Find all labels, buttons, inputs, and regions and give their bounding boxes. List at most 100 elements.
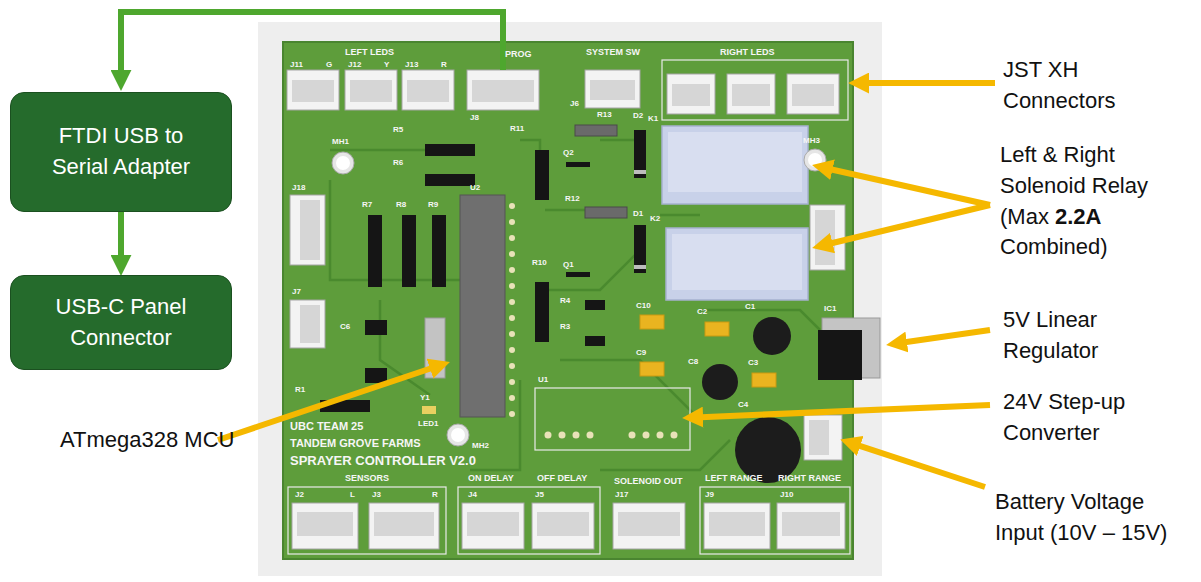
silkscreen-label: RIGHT RANGE xyxy=(778,473,841,483)
callout-label: 5V Linear Regulator xyxy=(1003,305,1143,367)
jst-connector xyxy=(402,70,454,110)
silkscreen-label: Y1 xyxy=(420,393,430,402)
crystal xyxy=(422,406,436,414)
silkscreen-label: R1 xyxy=(295,385,305,394)
callout-label: ATmega328 MCU xyxy=(60,425,270,456)
copper-trace xyxy=(560,360,700,420)
diode xyxy=(368,215,382,287)
silkscreen-label: J3 xyxy=(372,490,381,499)
copper-trace xyxy=(520,140,540,150)
callout-arrow xyxy=(905,330,990,342)
silkscreen-label: R3 xyxy=(560,322,570,331)
module-pads xyxy=(625,430,681,440)
electrolytic-capacitor xyxy=(702,317,801,483)
silkscreen-label: R11 xyxy=(510,124,524,133)
silkscreen-label: J12 xyxy=(348,60,361,69)
callout-arrow xyxy=(867,80,995,86)
callout-arrow xyxy=(831,205,991,244)
relay xyxy=(662,126,808,300)
silkscreen-outline xyxy=(700,487,850,554)
mcu-pads xyxy=(508,198,516,420)
silkscreen-label: K1 xyxy=(648,114,658,123)
relay-top xyxy=(672,234,802,290)
diode xyxy=(425,174,475,186)
diode xyxy=(365,368,387,383)
silkscreen-label: TANDEM GROVE FARMS xyxy=(290,437,421,450)
silkscreen-label: J8 xyxy=(470,113,479,122)
silkscreen-label: J10 xyxy=(780,490,793,499)
diode xyxy=(566,272,590,277)
jst-connector xyxy=(613,503,685,549)
callout-label: 24V Step-up Converter xyxy=(1003,387,1168,449)
connector-slot xyxy=(300,200,320,260)
diode xyxy=(365,320,387,335)
silkscreen-label: K2 xyxy=(650,214,660,223)
silkscreen-label: C1 xyxy=(745,302,755,311)
callout-arrow xyxy=(831,169,991,205)
connector-slot xyxy=(350,80,392,102)
smd-capacitor xyxy=(640,362,664,376)
jst-connector xyxy=(290,195,325,265)
callout-label: Battery Voltage Input (10V – 15V) xyxy=(995,487,1195,549)
connector-slot xyxy=(815,210,835,265)
diode-band xyxy=(634,170,646,174)
copper-trace xyxy=(545,209,585,212)
prog-cable xyxy=(121,12,503,72)
silkscreen-label: J4 xyxy=(468,490,477,499)
silkscreen-label: R5 xyxy=(393,125,403,134)
resistor xyxy=(585,207,627,218)
smd-capacitor xyxy=(705,322,729,336)
copper-trace xyxy=(660,214,700,217)
mcu-chip xyxy=(460,195,505,417)
regulator-body xyxy=(818,330,862,380)
circuit-board xyxy=(283,42,853,559)
box-text: USB-C Panel Connector xyxy=(35,292,207,354)
process-box: FTDI USB to Serial Adapter xyxy=(10,92,232,212)
connector-slot xyxy=(618,512,680,536)
connector-slot xyxy=(732,84,770,106)
silkscreen-label: RIGHT LEDS xyxy=(720,47,775,57)
relay xyxy=(666,228,808,300)
resistor xyxy=(575,125,617,136)
silkscreen-label: J9 xyxy=(705,490,714,499)
mounting-hole xyxy=(447,424,469,446)
silkscreen-label: R7 xyxy=(362,200,372,209)
jst-connector xyxy=(287,70,845,549)
silkscreen-label: MH2 xyxy=(472,441,489,450)
jst-connector xyxy=(532,503,594,549)
silkscreen-label: J7 xyxy=(292,287,301,296)
connector-slot xyxy=(709,512,765,536)
smd-capacitor xyxy=(640,315,664,329)
silkscreen-outline xyxy=(662,60,848,120)
silkscreen-label: C2 xyxy=(697,307,707,316)
callout-arrow xyxy=(858,445,985,487)
callout-text: 2.2A xyxy=(1055,204,1101,229)
silkscreen-label: MH3 xyxy=(803,136,820,145)
module-pads xyxy=(541,430,597,440)
silkscreen-label: R6 xyxy=(393,158,403,167)
silkscreen-label: R xyxy=(432,490,438,499)
diode xyxy=(634,130,646,178)
silkscreen-label: C3 xyxy=(748,358,758,367)
callout-text: Combined) xyxy=(1000,234,1108,259)
backdrop xyxy=(258,22,882,576)
connector-slot xyxy=(672,84,710,106)
silkscreen-label: IC1 xyxy=(824,304,836,313)
callout-label: JST XH Connectors xyxy=(1003,55,1153,117)
electrolytic-capacitor xyxy=(702,364,738,400)
jst-connector xyxy=(787,74,839,114)
jst-connector xyxy=(810,205,845,270)
diode xyxy=(425,144,475,156)
jst-connector xyxy=(704,503,770,549)
diode xyxy=(535,150,549,200)
jst-connector xyxy=(667,74,715,114)
silkscreen-label: LEFT RANGE xyxy=(705,473,763,483)
silkscreen-label: MH1 xyxy=(332,137,349,146)
silkscreen-label: UBC TEAM 25 xyxy=(290,420,363,433)
silkscreen-outline xyxy=(288,60,850,554)
connector-slot xyxy=(407,80,449,102)
silkscreen-label: SENSORS xyxy=(345,473,389,483)
mounting-hole xyxy=(332,152,354,174)
diode xyxy=(535,282,549,342)
diode xyxy=(432,215,446,287)
